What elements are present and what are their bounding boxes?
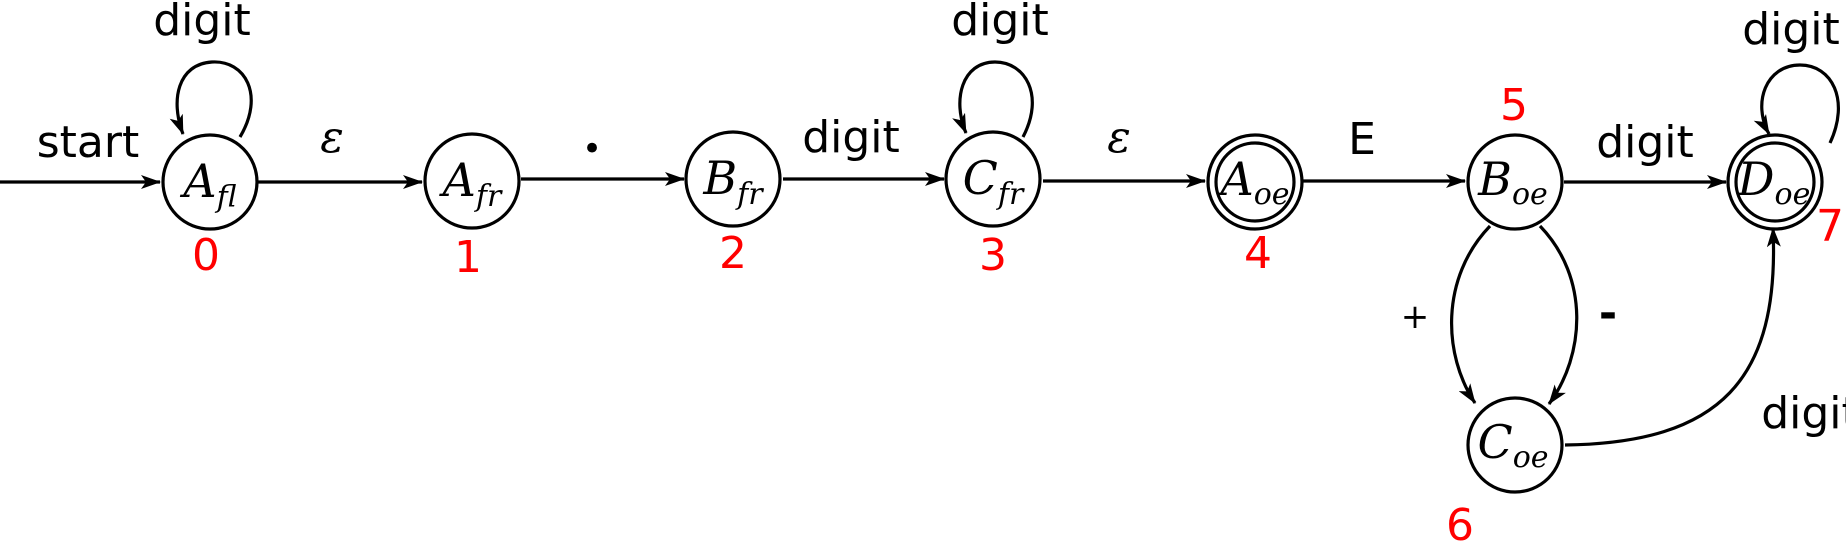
label-bfr-cfr: digit bbox=[802, 112, 900, 163]
state-label-subscript: fl bbox=[215, 180, 237, 215]
states: Afl Afr Bfr Cfr Aoe Boe Coe bbox=[161, 130, 1824, 494]
state-number-2: 2 bbox=[719, 228, 747, 279]
state-circle bbox=[944, 130, 1042, 228]
state-number-7: 7 bbox=[1816, 201, 1844, 252]
state-number-5: 5 bbox=[1500, 80, 1528, 131]
state-label-base: C bbox=[1477, 415, 1512, 469]
state-label: Cfr bbox=[963, 151, 1025, 212]
state-number-4: 4 bbox=[1244, 228, 1272, 279]
state-label-subscript: fr bbox=[996, 177, 1025, 212]
label-cfr-self-loop: digit bbox=[951, 0, 1049, 46]
state-circle bbox=[1466, 133, 1564, 231]
edges bbox=[0, 60, 1840, 447]
label-afr-bfr: • bbox=[582, 129, 602, 169]
state-label-base: A bbox=[179, 154, 216, 208]
label-boe-coe-plus: + bbox=[1401, 297, 1430, 337]
state-label: Aoe bbox=[1216, 152, 1289, 212]
state-circle bbox=[161, 133, 259, 231]
state-label-base: A bbox=[1216, 152, 1253, 206]
label-afl-afr: ε bbox=[320, 112, 344, 163]
label-doe-self-loop: digit bbox=[1742, 4, 1840, 55]
state-label-base: A bbox=[439, 153, 476, 207]
label-boe-coe-minus: - bbox=[1599, 288, 1617, 339]
state-circle bbox=[423, 132, 521, 230]
state-label-subscript: oe bbox=[1775, 177, 1811, 212]
state-label-subscript: oe bbox=[1513, 440, 1549, 475]
state-label-subscript: fr bbox=[735, 177, 764, 212]
label-cfr-aoe: ε bbox=[1107, 112, 1131, 163]
state-label: Afl bbox=[179, 154, 236, 215]
state-b-fr[interactable]: Bfr bbox=[684, 130, 782, 228]
state-number-0: 0 bbox=[192, 230, 220, 281]
state-label: Coe bbox=[1477, 415, 1548, 475]
label-afl-self-loop: digit bbox=[153, 0, 251, 46]
state-label: Doe bbox=[1737, 152, 1811, 212]
label-boe-doe: digit bbox=[1596, 117, 1694, 168]
state-label-base: D bbox=[1737, 152, 1775, 206]
state-b-oe[interactable]: Boe bbox=[1466, 133, 1564, 231]
state-circle-inner bbox=[1734, 141, 1816, 223]
start-label: start bbox=[37, 117, 139, 168]
state-a-fl[interactable]: Afl bbox=[161, 133, 259, 231]
state-label-base: B bbox=[702, 151, 737, 205]
state-circle bbox=[1466, 396, 1564, 494]
state-circle-inner bbox=[1214, 141, 1296, 223]
state-c-oe[interactable]: Coe bbox=[1466, 396, 1564, 494]
state-a-oe[interactable]: Aoe bbox=[1206, 133, 1304, 231]
state-label-subscript: oe bbox=[1254, 177, 1290, 212]
edge-coe-doe bbox=[1564, 227, 1781, 447]
state-label: Bfr bbox=[702, 151, 764, 212]
label-aoe-boe: E bbox=[1348, 114, 1376, 165]
state-number-3: 3 bbox=[979, 230, 1007, 281]
edge-cfr-self-loop bbox=[952, 60, 1034, 138]
edge-afl-self-loop bbox=[169, 60, 253, 138]
edge-doe-self-loop bbox=[1753, 63, 1840, 144]
state-circle bbox=[684, 130, 782, 228]
state-number-1: 1 bbox=[454, 232, 482, 283]
state-number-6: 6 bbox=[1446, 500, 1474, 542]
state-label-base: B bbox=[1477, 152, 1512, 206]
label-coe-doe: digit bbox=[1761, 388, 1846, 439]
state-numbers: 0 1 2 3 4 5 6 7 bbox=[192, 80, 1844, 542]
state-label: Boe bbox=[1477, 152, 1548, 212]
state-d-oe[interactable]: Doe bbox=[1726, 133, 1824, 231]
edge-boe-coe-minus bbox=[1538, 224, 1579, 405]
state-a-fr[interactable]: Afr bbox=[423, 132, 521, 230]
state-label: Afr bbox=[439, 153, 503, 214]
state-label-subscript: fr bbox=[474, 179, 503, 214]
edge-boe-coe-plus bbox=[1449, 224, 1492, 404]
state-label-subscript: oe bbox=[1512, 177, 1548, 212]
edge-labels: start digit ε • digit digit ε E digit di… bbox=[37, 0, 1846, 439]
state-label-base: C bbox=[963, 151, 998, 205]
state-c-fr[interactable]: Cfr bbox=[944, 130, 1042, 228]
